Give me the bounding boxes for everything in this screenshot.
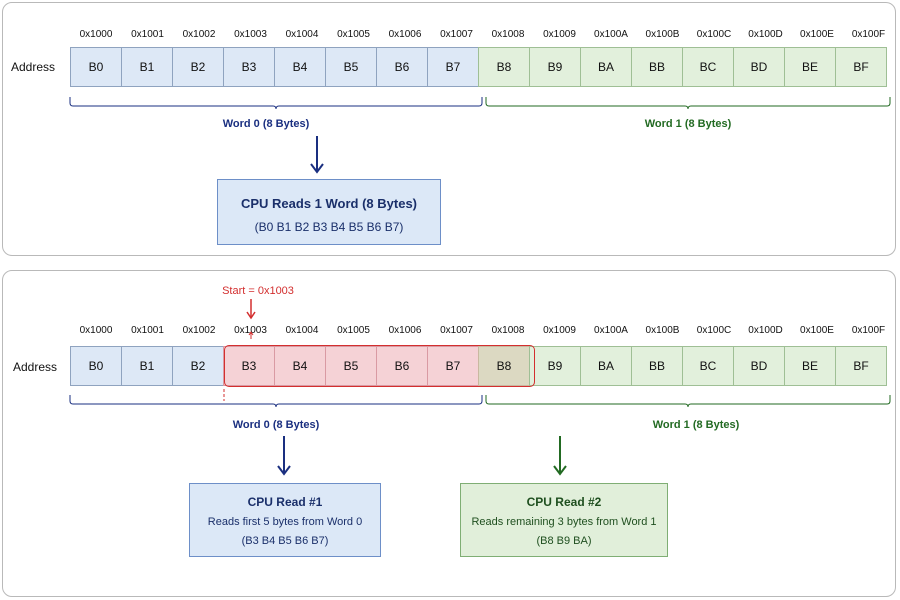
byte-cell: B5 xyxy=(325,346,377,386)
byte-cell: BC xyxy=(682,47,734,87)
word0-bracket xyxy=(69,395,483,408)
cpu-read-1-line1: Reads first 5 bytes from Word 0 xyxy=(207,516,363,528)
address-label: 0x1005 xyxy=(337,29,370,40)
address-row-label: Address xyxy=(11,60,56,74)
word0-label: Word 0 (8 Bytes) xyxy=(232,419,320,431)
byte-cell: B3 xyxy=(223,346,275,386)
cpu-read-word-title: CPU Reads 1 Word (8 Bytes) xyxy=(240,196,418,211)
address-label: 0x1009 xyxy=(543,29,576,40)
address-label: 0x1007 xyxy=(440,325,473,336)
cpu-read-word-box: CPU Reads 1 Word (8 Bytes) (B0 B1 B2 B3 … xyxy=(217,179,441,245)
byte-cell: BC xyxy=(682,346,734,386)
byte-cell: B6 xyxy=(376,346,428,386)
byte-cell: B7 xyxy=(427,47,479,87)
cpu-read-2-title: CPU Read #2 xyxy=(526,495,602,509)
address-label: 0x100F xyxy=(851,325,886,336)
address-label: 0x1002 xyxy=(182,325,216,336)
cpu-read-2-box: CPU Read #2 Reads remaining 3 bytes from… xyxy=(460,483,668,557)
address-label: 0x100B xyxy=(645,325,680,336)
address-label: 0x1000 xyxy=(79,29,113,40)
address-label: 0x100B xyxy=(645,29,680,40)
byte-cell: BA xyxy=(580,346,632,386)
byte-cell: BF xyxy=(835,47,887,87)
address-label: 0x100A xyxy=(594,325,628,336)
word1-bracket xyxy=(485,97,891,110)
byte-cell: BF xyxy=(835,346,887,386)
address-label: 0x1002 xyxy=(182,29,216,40)
address-label: 0x100E xyxy=(800,29,834,40)
address-label: 0x1001 xyxy=(131,325,164,336)
word1-label: Word 1 (8 Bytes) xyxy=(644,118,732,130)
address-label: 0x1004 xyxy=(285,29,319,40)
byte-cell: BD xyxy=(733,47,785,87)
byte-cell: B9 xyxy=(529,346,581,386)
top-brackets xyxy=(69,97,891,174)
byte-cell: B4 xyxy=(274,346,326,386)
word1-label: Word 1 (8 Bytes) xyxy=(652,419,740,431)
byte-cell: B2 xyxy=(172,47,224,87)
word0-label: Word 0 (8 Bytes) xyxy=(222,118,310,130)
address-label: 0x100D xyxy=(748,29,783,40)
byte-cell: BE xyxy=(784,346,836,386)
cpu-read-1-line2: (B3 B4 B5 B6 B7) xyxy=(241,535,329,547)
cpu-read-word-detail: (B0 B1 B2 B3 B4 B5 B6 B7) xyxy=(254,220,404,234)
address-label: 0x1000 xyxy=(79,325,113,336)
address-label: 0x1009 xyxy=(543,325,576,336)
address-label: 0x100D xyxy=(748,325,783,336)
byte-cell: B0 xyxy=(70,346,122,386)
byte-cell: B9 xyxy=(529,47,581,87)
address-label: 0x1004 xyxy=(285,325,319,336)
address-label: 0x100F xyxy=(851,29,886,40)
address-label: 0x1006 xyxy=(388,29,422,40)
word0-bracket xyxy=(69,97,483,110)
bottom-brackets xyxy=(69,299,891,476)
address-label: 0x100E xyxy=(800,325,834,336)
byte-cell: B5 xyxy=(325,47,377,87)
byte-cell: B3 xyxy=(223,47,275,87)
address-label: 0x100C xyxy=(696,325,732,336)
cpu-read-2-line1: Reads remaining 3 bytes from Word 1 xyxy=(471,516,657,528)
unaligned-read-panel: Start = 0x1003 0x1000 0x1001 0x1002 0x1003 0… xyxy=(2,270,896,597)
address-label: 0x1001 xyxy=(131,29,164,40)
cpu-read-1-title: CPU Read #1 xyxy=(247,495,323,509)
address-row-label: Address xyxy=(13,360,58,374)
byte-cell: B8 xyxy=(478,346,530,386)
address-label: 0x100C xyxy=(696,29,732,40)
address-label: 0x1008 xyxy=(491,325,525,336)
byte-cell: B1 xyxy=(121,346,173,386)
byte-cell: B6 xyxy=(376,47,428,87)
address-label: 0x1006 xyxy=(388,325,422,336)
cpu-read-1-box: CPU Read #1 Reads first 5 bytes from Wor… xyxy=(189,483,381,557)
byte-cell: BD xyxy=(733,346,785,386)
byte-cell: BA xyxy=(580,47,632,87)
address-label: 0x1008 xyxy=(491,29,525,40)
address-label: 0x1003 xyxy=(234,29,267,40)
address-label: 0x1005 xyxy=(337,325,370,336)
start-address-label: Start = 0x1003 xyxy=(222,285,294,297)
byte-cell: B4 xyxy=(274,47,326,87)
address-label: 0x100A xyxy=(594,29,628,40)
byte-cell: BB xyxy=(631,47,683,87)
cpu-read-2-line2: (B8 B9 BA) xyxy=(536,535,592,547)
byte-cell: B0 xyxy=(70,47,122,87)
byte-cell: B2 xyxy=(172,346,224,386)
byte-cell: BE xyxy=(784,47,836,87)
word1-bracket xyxy=(485,395,891,408)
aligned-read-panel: 0x1000 0x1001 0x1002 0x1003 0x1004 0x1005 0x10… xyxy=(2,2,896,256)
byte-cell: B8 xyxy=(478,47,530,87)
address-label: 0x1007 xyxy=(440,29,473,40)
address-label: 0x1003 xyxy=(234,325,267,336)
